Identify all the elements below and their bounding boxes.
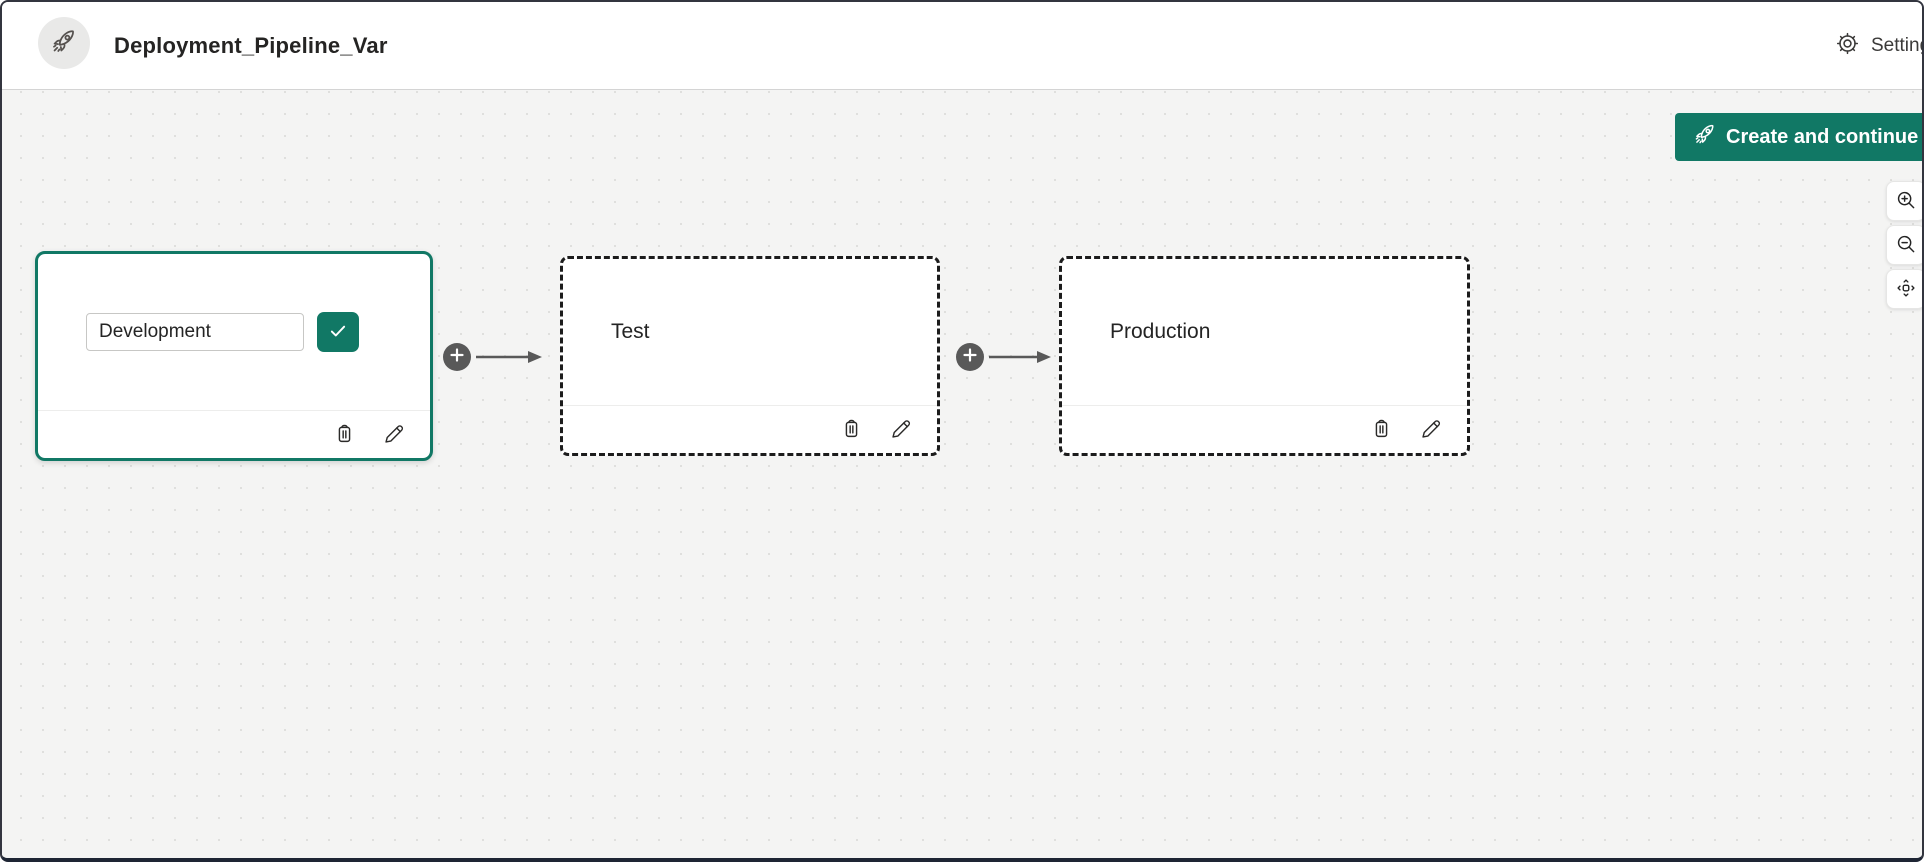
trash-icon: [333, 422, 356, 448]
stage-test-body: Test: [563, 259, 937, 405]
fit-screen-icon: [1895, 277, 1917, 302]
settings-label: Settings: [1871, 35, 1922, 56]
add-stage-button[interactable]: [956, 343, 984, 371]
page-title: Deployment_Pipeline_Var: [114, 33, 388, 58]
stage-development-body: [38, 254, 430, 410]
plus-icon: [962, 347, 978, 368]
stage-name-input[interactable]: [86, 313, 304, 351]
stage-development-footer: [38, 410, 430, 458]
stage-card-production[interactable]: Production: [1059, 256, 1470, 456]
gear-icon: [1835, 31, 1860, 62]
stage-card-test[interactable]: Test: [560, 256, 940, 456]
checkmark-icon: [327, 320, 349, 345]
stage-production-footer: [1062, 405, 1467, 453]
trash-icon: [1370, 417, 1393, 443]
add-stage-button[interactable]: [443, 343, 471, 371]
trash-icon: [840, 417, 863, 443]
fit-to-screen-button[interactable]: [1886, 269, 1922, 309]
settings-button[interactable]: Settings: [1835, 2, 1922, 90]
zoom-out-button[interactable]: [1886, 225, 1922, 265]
header: Deployment_Pipeline_Var Settings: [2, 2, 1922, 90]
rocket-icon: [50, 27, 78, 60]
stage-production-body: Production: [1062, 259, 1467, 405]
stage-card-development[interactable]: [35, 251, 433, 461]
rocket-icon: [1693, 122, 1717, 152]
pipeline-canvas: Create and continue: [2, 91, 1922, 858]
edit-stage-button[interactable]: [1419, 418, 1443, 442]
plus-icon: [449, 347, 465, 368]
delete-stage-button[interactable]: [332, 423, 356, 447]
create-and-continue-button[interactable]: Create and continue: [1675, 113, 1922, 161]
pencil-icon: [383, 422, 406, 448]
stage-label: Production: [1110, 320, 1211, 343]
confirm-stage-name-button[interactable]: [317, 312, 359, 352]
edit-stage-button[interactable]: [889, 418, 913, 442]
delete-stage-button[interactable]: [839, 418, 863, 442]
zoom-in-button[interactable]: [1886, 181, 1922, 221]
pencil-icon: [1420, 417, 1443, 443]
stage-label: Test: [611, 320, 650, 343]
flow-arrow: [989, 351, 1051, 363]
pipeline-avatar: [38, 17, 90, 69]
delete-stage-button[interactable]: [1369, 418, 1393, 442]
magnifier-plus-icon: [1895, 189, 1917, 214]
flow-arrow: [476, 351, 542, 363]
edit-stage-button[interactable]: [382, 423, 406, 447]
pencil-icon: [890, 417, 913, 443]
stage-test-footer: [563, 405, 937, 453]
magnifier-minus-icon: [1895, 233, 1917, 258]
create-and-continue-label: Create and continue: [1726, 125, 1919, 148]
